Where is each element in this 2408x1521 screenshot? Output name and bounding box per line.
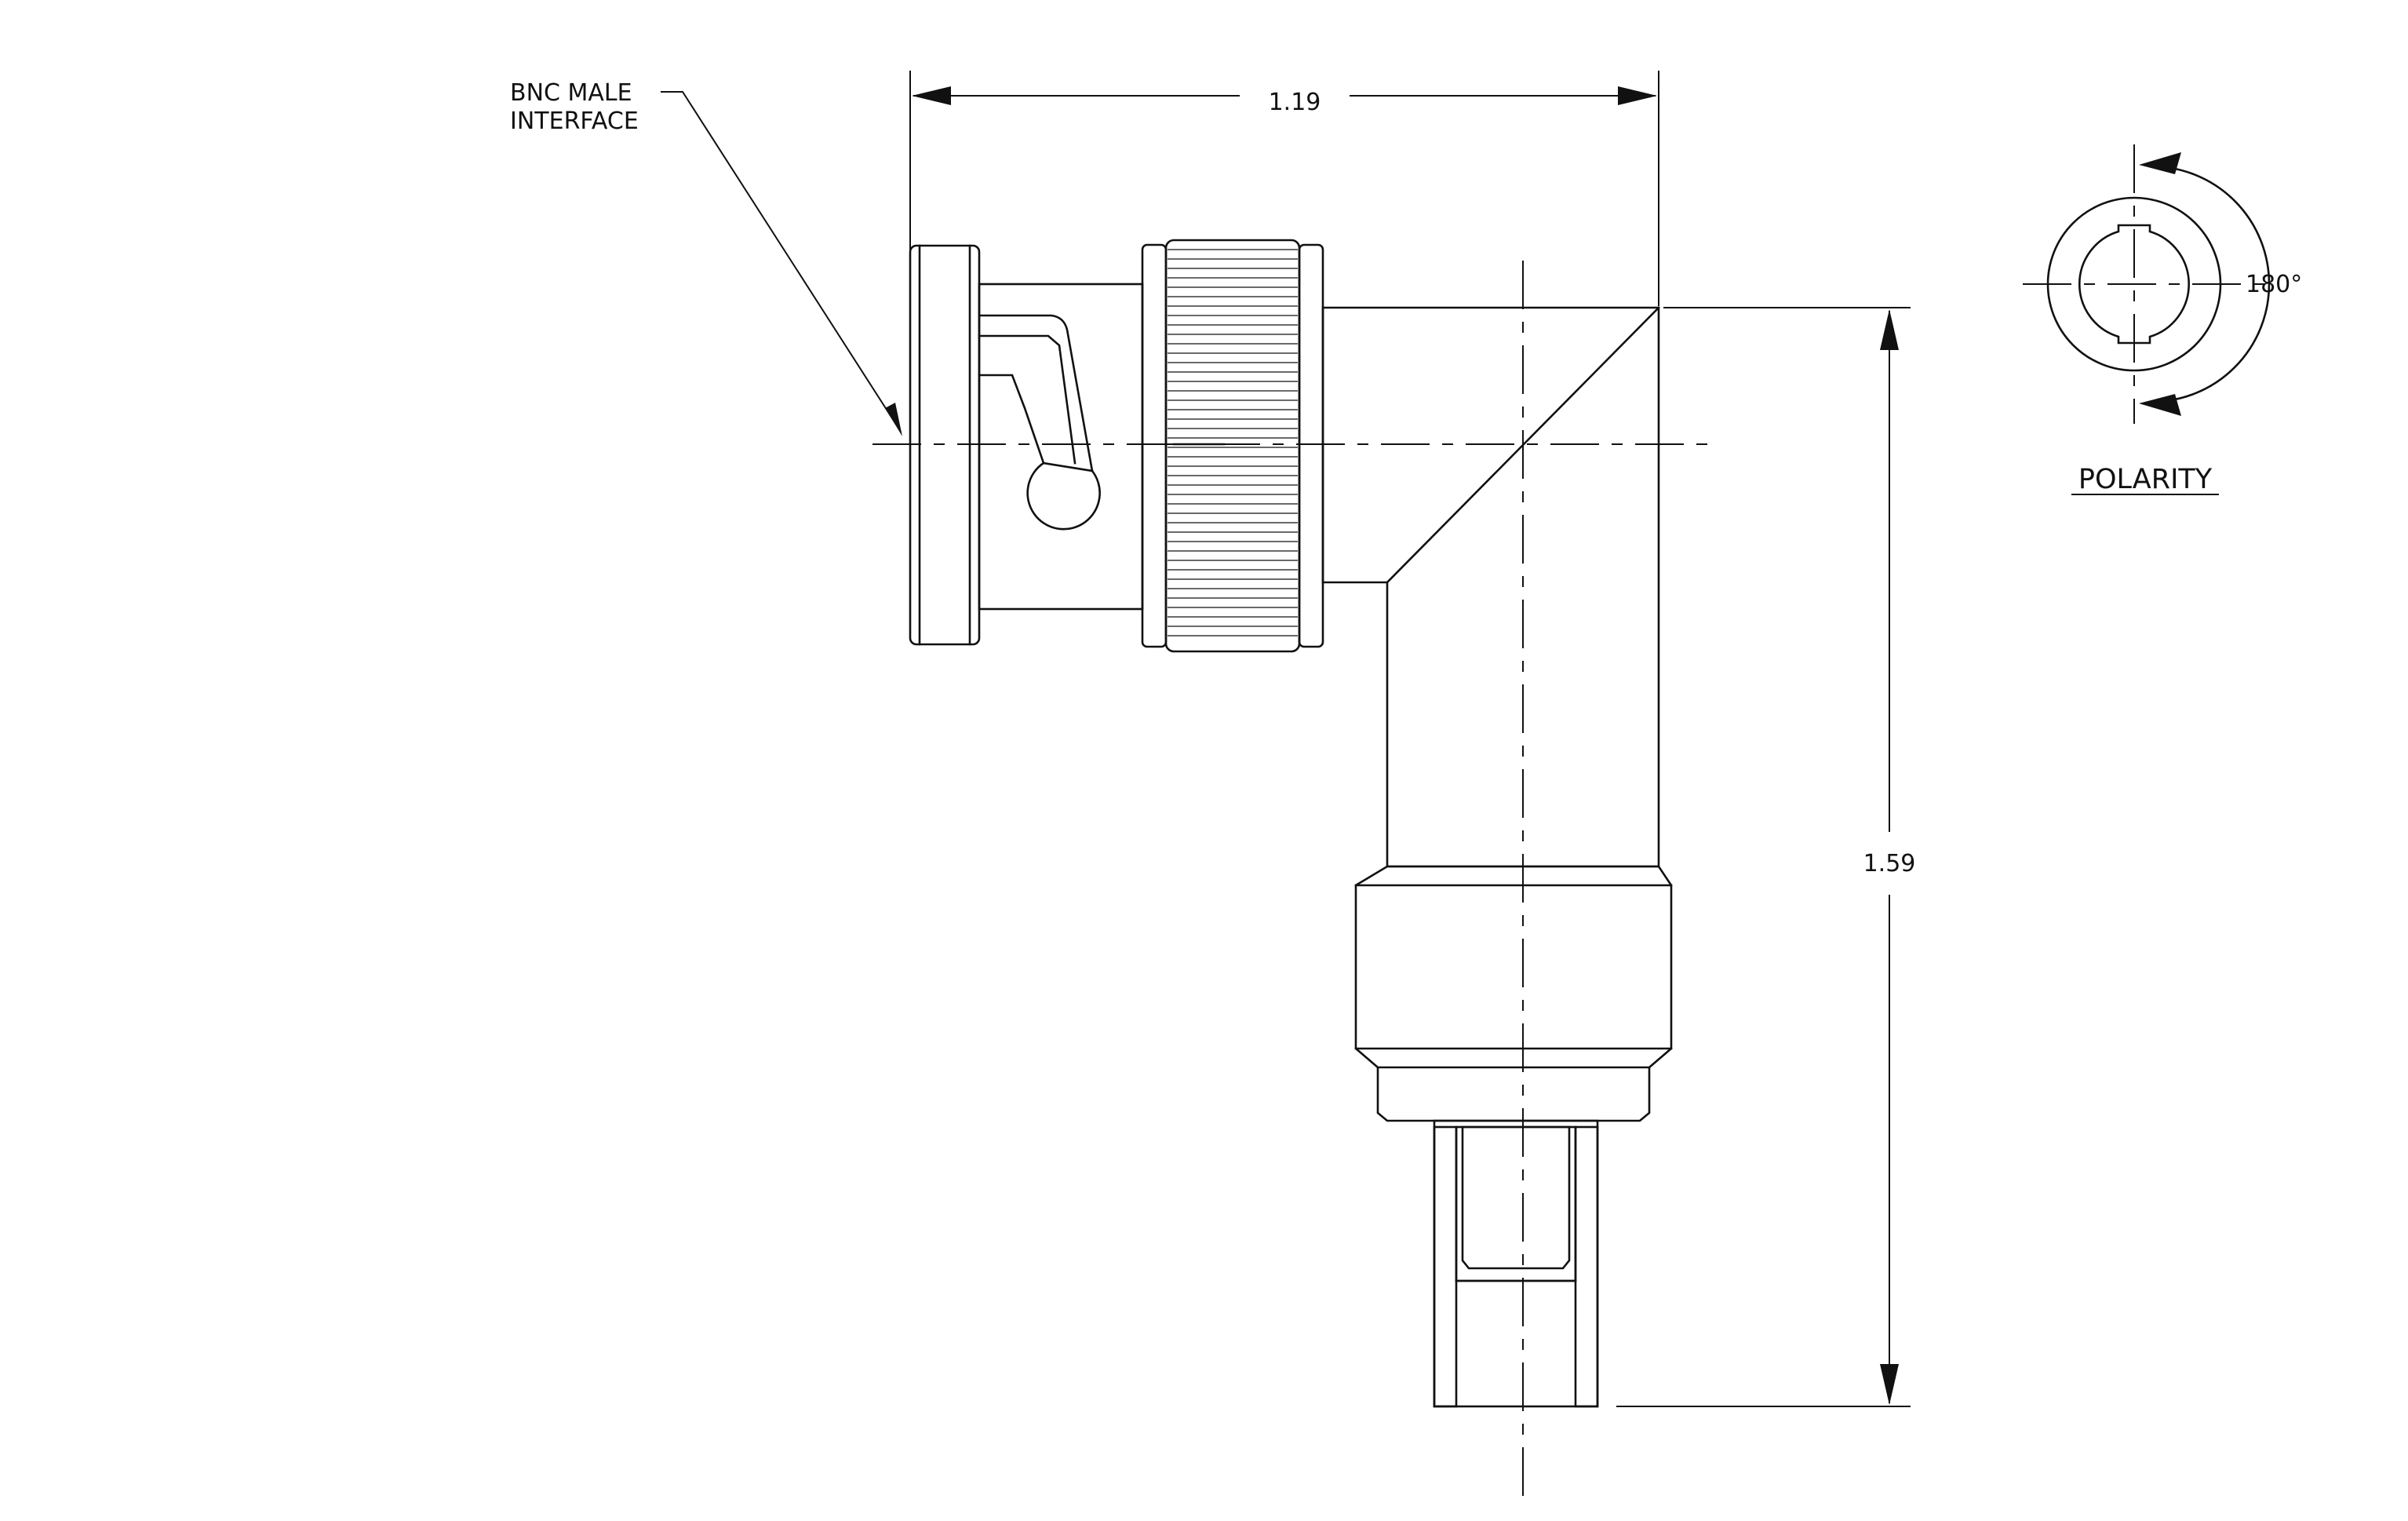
bnc-callout: BNC MALE INTERFACE bbox=[510, 79, 902, 436]
ferrule-area bbox=[1455, 1125, 1577, 1282]
width-arrow-left bbox=[912, 86, 951, 105]
cable-outline bbox=[1433, 1119, 1599, 1408]
polarity-arrow-top bbox=[2139, 152, 2181, 174]
bayonet-slot-pin-chord bbox=[1042, 461, 1094, 472]
bayonet-slot-pin bbox=[1026, 461, 1101, 531]
callout-line-2: INTERFACE bbox=[510, 108, 639, 135]
height-dim-value: 1.59 bbox=[1863, 850, 1916, 877]
nut-left-flange bbox=[1141, 243, 1168, 648]
sleeve-outline bbox=[1354, 865, 1673, 1122]
width-dim-value: 1.19 bbox=[1269, 89, 1321, 116]
bayonet-body bbox=[978, 283, 1144, 611]
crimp-sleeve bbox=[1354, 865, 1673, 1122]
polarity-arrow-bottom bbox=[2139, 394, 2181, 416]
callout-line-1: BNC MALE bbox=[510, 79, 632, 107]
callout-leader bbox=[661, 91, 902, 432]
polarity-symbol: 180° POLARITY bbox=[2023, 144, 2302, 495]
nut-right-flange bbox=[1298, 243, 1324, 648]
bayonet-slot-lines bbox=[978, 314, 1094, 472]
elbow-miter-line bbox=[1386, 306, 1660, 584]
cable-jacket-left-hatch bbox=[1433, 1125, 1458, 1408]
width-arrow-right bbox=[1618, 86, 1657, 105]
polarity-inner-keyed-circle bbox=[2078, 224, 2191, 345]
nut-knurl-lines bbox=[1168, 249, 1298, 636]
height-arrow-bottom bbox=[1880, 1364, 1899, 1405]
polarity-title: POLARITY bbox=[2078, 464, 2213, 495]
cable-braid bbox=[1461, 1125, 1571, 1270]
right-angle-body bbox=[1321, 306, 1660, 868]
cable-section bbox=[1433, 1119, 1599, 1408]
height-arrow-top bbox=[1880, 309, 1899, 350]
polarity-rotation-arc bbox=[2150, 165, 2271, 403]
bayonet-slot-lower bbox=[978, 374, 1045, 465]
elbow-body-outline bbox=[1321, 306, 1660, 868]
polarity-angle-label: 180° bbox=[2246, 271, 2302, 298]
knurled-coupling-nut bbox=[1141, 239, 1324, 653]
nut-knurl-band bbox=[1164, 239, 1301, 653]
cable-jacket-right-hatch bbox=[1574, 1125, 1599, 1408]
callout-arrowhead bbox=[885, 403, 902, 436]
bayonet-body-outline bbox=[978, 283, 1144, 611]
height-dimension: 1.59 bbox=[1616, 307, 1916, 1407]
width-dimension: 1.19 bbox=[909, 71, 1659, 306]
